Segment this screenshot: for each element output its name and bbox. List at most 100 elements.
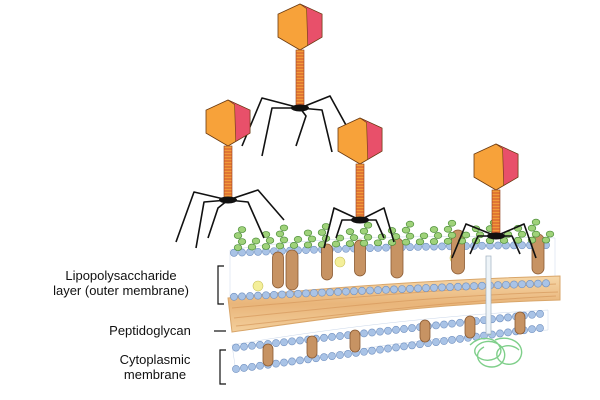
lipid-head bbox=[270, 290, 278, 299]
lipid-head bbox=[528, 310, 536, 319]
lipid-head bbox=[510, 280, 518, 289]
lps-sugar bbox=[359, 239, 369, 247]
lipid-head bbox=[478, 281, 486, 290]
lps-sugar bbox=[303, 241, 313, 249]
lipid-head bbox=[438, 242, 446, 251]
phage-tail-fiber bbox=[335, 219, 360, 239]
lps-sugar bbox=[345, 228, 355, 235]
lipid-head bbox=[256, 361, 264, 370]
lipid-head bbox=[440, 320, 448, 329]
lipid-head bbox=[454, 282, 462, 291]
lipid-head bbox=[366, 244, 374, 252]
lps-sugar bbox=[237, 238, 247, 245]
lipid-head bbox=[240, 364, 248, 372]
lps-sugar bbox=[233, 232, 243, 239]
lipid-head bbox=[376, 345, 384, 354]
lipid-head bbox=[456, 318, 464, 327]
lps-sugar bbox=[331, 240, 341, 248]
lipid-head bbox=[400, 342, 408, 351]
lps-label-line1: Lipopolysaccharide bbox=[65, 268, 177, 283]
phage-tail-fiber bbox=[495, 223, 537, 259]
lps-sugar bbox=[447, 231, 457, 239]
lipid-head bbox=[502, 280, 510, 289]
lipid-head bbox=[392, 325, 400, 334]
lipid-head bbox=[278, 290, 286, 299]
lipid-head bbox=[518, 241, 526, 250]
lps-sugar bbox=[349, 234, 359, 241]
phage-tail-fiber bbox=[496, 235, 521, 255]
lipid-head bbox=[496, 314, 504, 323]
lps-sugar bbox=[461, 231, 471, 239]
lps-sugar bbox=[345, 240, 355, 247]
lipid-head bbox=[390, 285, 398, 294]
lipid-head bbox=[232, 365, 240, 373]
lipid-head bbox=[296, 356, 304, 365]
lipid-a bbox=[334, 256, 346, 268]
lipid-head bbox=[238, 292, 246, 301]
lipid-head bbox=[392, 343, 400, 352]
bacteriophage-icon bbox=[175, 99, 285, 249]
phage-tail-fiber bbox=[451, 223, 497, 259]
lipid-head bbox=[430, 283, 438, 292]
membrane-protein-icon bbox=[354, 239, 366, 277]
lipid-head bbox=[254, 291, 262, 300]
lipid-head bbox=[334, 288, 342, 296]
membrane-protein-icon bbox=[349, 329, 361, 353]
lipid-head bbox=[288, 337, 296, 346]
membrane-protein-icon bbox=[419, 319, 431, 343]
lps-sugar bbox=[363, 233, 373, 241]
lipid-head bbox=[406, 284, 414, 293]
lipid-head bbox=[302, 289, 310, 298]
lps-sugar bbox=[289, 242, 299, 249]
lipid-head bbox=[536, 324, 544, 332]
bracket bbox=[217, 265, 224, 305]
lipid-head bbox=[518, 280, 526, 289]
phage-tail-fiber bbox=[360, 219, 385, 239]
lipid-head bbox=[246, 292, 254, 300]
lipid-head bbox=[448, 336, 456, 344]
lps-sugar bbox=[363, 221, 373, 229]
lps-sugar bbox=[527, 224, 537, 232]
lps-sugar bbox=[317, 229, 327, 236]
lipid-head bbox=[400, 325, 408, 333]
lps-sugar bbox=[531, 218, 541, 226]
lipid-head bbox=[238, 248, 246, 257]
lps-sugar bbox=[303, 229, 313, 237]
lipid-head bbox=[384, 326, 392, 335]
lipid-head bbox=[440, 337, 448, 345]
membrane-protein-icon bbox=[272, 251, 284, 289]
lps-sugar bbox=[247, 243, 257, 251]
membrane-protein-icon bbox=[321, 243, 333, 281]
phage-tail-fiber bbox=[299, 107, 333, 153]
lipid-head bbox=[248, 341, 256, 350]
lps-sugar bbox=[275, 230, 285, 238]
lps-sugar bbox=[307, 235, 317, 243]
lipid-head bbox=[408, 324, 416, 332]
lipid-head bbox=[456, 334, 464, 343]
cytoplasmic-membrane-label: Cytoplasmic membrane bbox=[100, 352, 210, 382]
lps-sugar bbox=[359, 227, 369, 235]
lipid-head bbox=[496, 329, 504, 338]
lps-sugar bbox=[541, 236, 551, 244]
lipid-head bbox=[328, 352, 336, 360]
lps-label: Lipopolysaccharide layer (outer membrane… bbox=[26, 268, 216, 298]
lipid-head bbox=[256, 340, 264, 349]
lps-sugar bbox=[429, 238, 439, 245]
lps-sugar bbox=[531, 230, 541, 238]
lps-sugar bbox=[401, 238, 411, 246]
lps-sugar bbox=[443, 225, 453, 233]
lipid-head bbox=[534, 279, 542, 288]
lipid-head bbox=[248, 362, 256, 371]
lipid-head bbox=[350, 287, 358, 296]
lipid-a bbox=[252, 280, 264, 292]
lps-sugar bbox=[233, 244, 243, 251]
phage-tail-sheath bbox=[491, 189, 501, 235]
lps-sugar bbox=[275, 242, 285, 250]
lps-sugar bbox=[279, 236, 289, 244]
lipid-head bbox=[358, 286, 366, 295]
lipid-head bbox=[336, 351, 344, 359]
lipid-head bbox=[328, 333, 336, 341]
lipid-head bbox=[536, 309, 544, 318]
lps-sugar bbox=[429, 226, 439, 233]
lipid-head bbox=[342, 244, 350, 253]
